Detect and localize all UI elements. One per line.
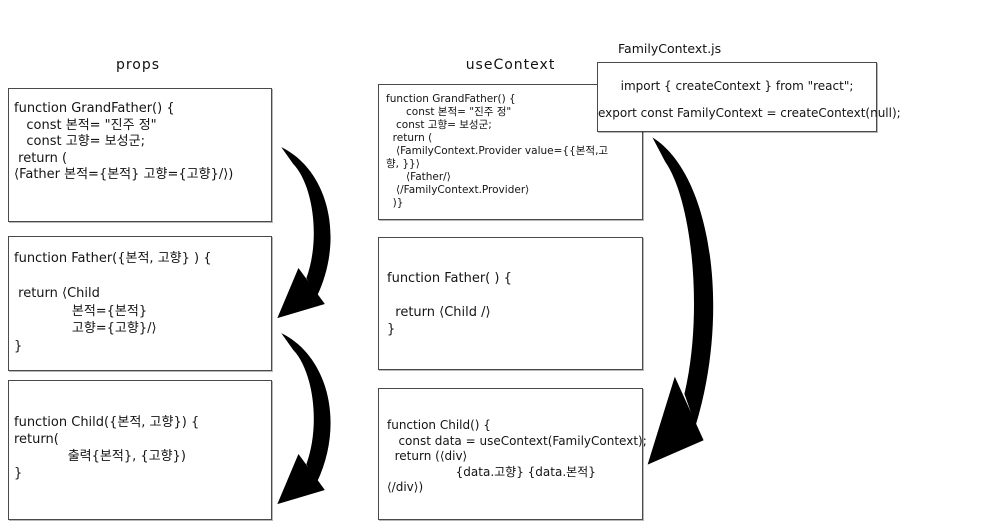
props-grandfather-code: function GrandFather() { const 본적= "진주 정… [14,101,234,182]
props-father-box: function Father({본적, 고향} ) { return ⟨Chi… [8,236,272,371]
props-child-code: function Child({본적, 고향}) { return( 출력{본적… [14,415,200,481]
props-column-title: props [115,57,161,73]
familycontext-code: import { createContext } from "react"; e… [598,79,901,120]
familycontext-file-label: FamilyContext.js [618,41,722,56]
arrow-familycontext-to-child-icon [647,137,714,465]
context-grandfather-box: function GrandFather() { const 본적= "진주 정… [378,84,643,220]
props-grandfather-box: function GrandFather() { const 본적= "진주 정… [8,88,272,222]
props-father-code: function Father({본적, 고향} ) { return ⟨Chi… [14,251,212,354]
arrow-grandfather-to-father-icon [277,147,331,319]
familycontext-box: import { createContext } from "react"; e… [597,62,901,132]
arrow-father-to-child-icon [277,333,331,505]
usecontext-column-title: useContext [465,57,556,73]
context-child-code: function Child() { const data = useConte… [387,418,647,494]
context-father-box: function Father( ) { return ⟨Child /⟩ } [378,237,643,370]
context-father-code: function Father( ) { return ⟨Child /⟩ } [387,271,512,337]
context-grandfather-code: function GrandFather() { const 본적= "진주 정… [386,93,609,209]
props-child-box: function Child({본적, 고향}) { return( 출력{본적… [8,380,272,520]
context-child-box: function Child() { const data = useConte… [378,388,647,520]
